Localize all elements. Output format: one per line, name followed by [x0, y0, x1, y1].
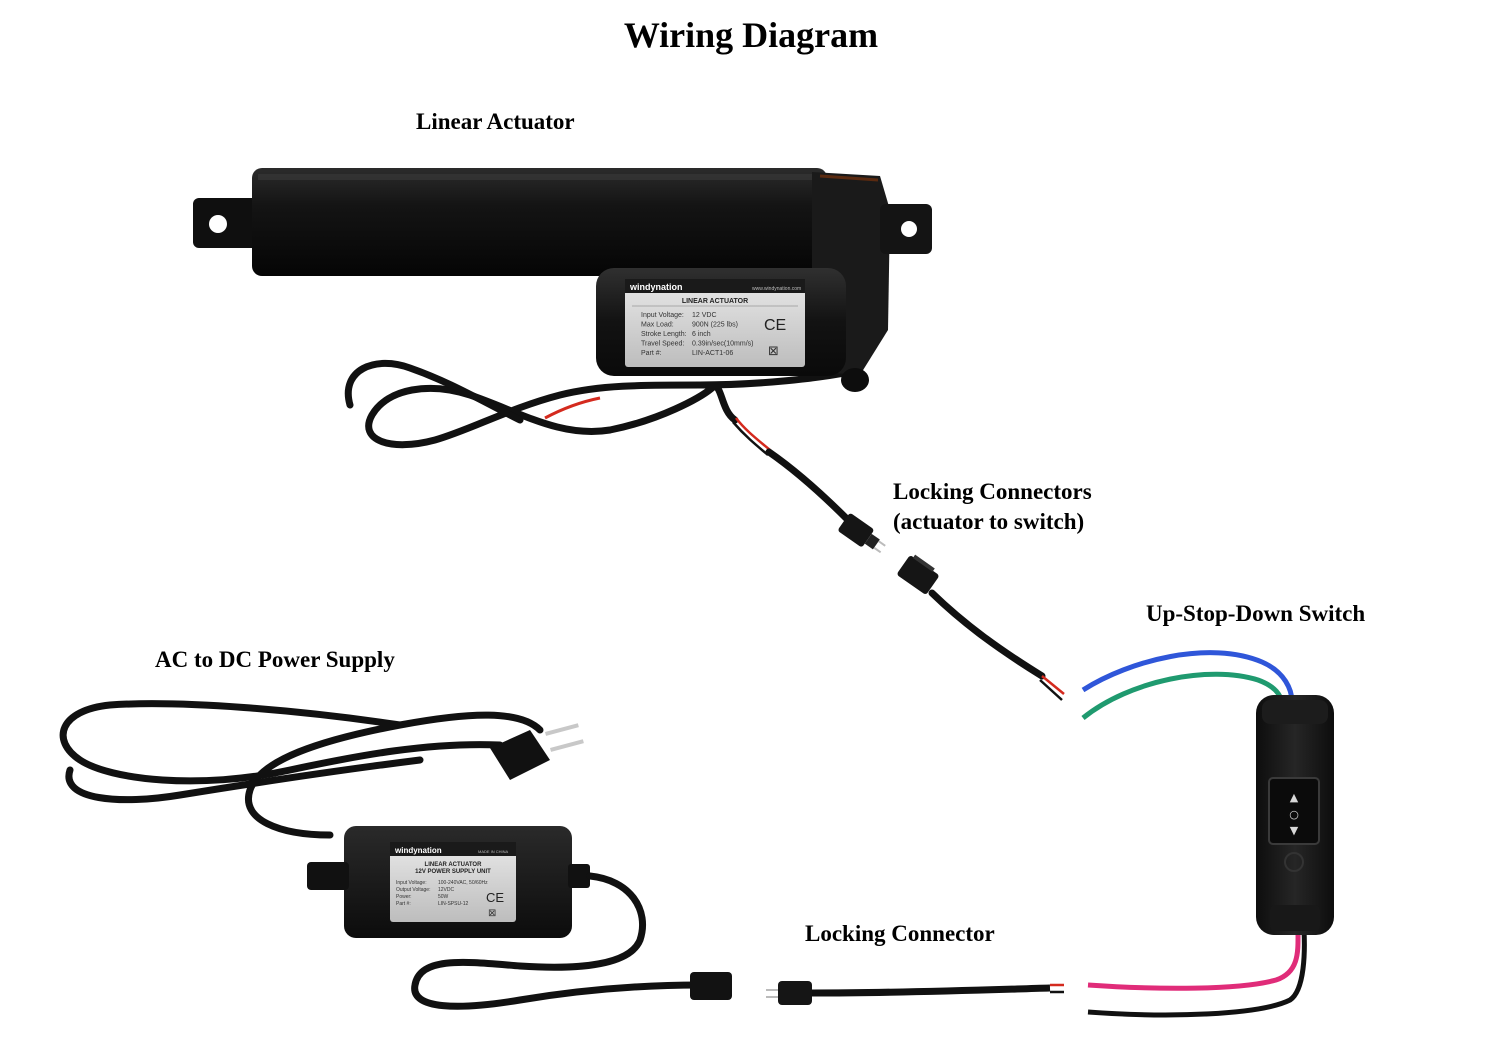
actuator-product-name: LINEAR ACTUATOR [682, 298, 748, 305]
spec-value: 100-240VAC, 50/60Hz [438, 880, 488, 886]
psu-weee-bin-icon: ⊠ [488, 908, 496, 919]
label-locking-connectors-line2: (actuator to switch) [893, 509, 1085, 534]
switch-pink-wire [1087, 929, 1301, 991]
spec-value: 12VDC [438, 887, 455, 893]
arrow-down-icon: ▼ [1290, 824, 1299, 837]
label-locking-connectors-line1: Locking Connectors [893, 479, 1092, 504]
spec-value: 900N (225 lbs) [692, 322, 738, 329]
actuator-brand: windynation [629, 282, 683, 292]
actuator-site: www.windynation.com [752, 286, 801, 292]
psu-product-line1: LINEAR ACTUATOR [425, 862, 483, 868]
psu-ce-mark: CE [486, 890, 504, 905]
spec-name: Input Voltage: [396, 880, 427, 886]
arrow-up-icon: ▲ [1290, 791, 1299, 804]
spec-name: Travel Speed: [641, 341, 684, 348]
spec-name: Output Voltage: [396, 887, 430, 893]
label-locking-connectors: Locking Connectors (actuator to switch) [893, 477, 1092, 537]
actuator-spec-list: Input Voltage: 12 VDC Max Load: 900N (225 l… [641, 312, 753, 357]
spec-name: Power: [396, 894, 412, 900]
stop-circle-icon: ○ [1289, 808, 1299, 821]
spec-name: Input Voltage: [641, 312, 684, 319]
spec-value: 50W [438, 894, 449, 900]
actuator-ce-mark: CE [764, 317, 786, 334]
spec-name: Max Load: [641, 322, 674, 329]
actuator-cable [365, 368, 854, 449]
psu-spec-list: Input Voltage: 100-240VAC, 50/60HzOutput … [396, 880, 488, 907]
ac-dc-power-supply: windynation MADE IN CHINA LINEAR ACTUATO… [59, 700, 732, 1010]
weee-bin-icon: ⊠ [768, 344, 779, 359]
spec-name: Stroke Length: [641, 331, 687, 338]
switch-green-wire [1081, 671, 1285, 720]
ac-wall-plug [490, 723, 584, 780]
actuator-spec-label: windynation www.windynation.com LINEAR A… [625, 279, 805, 367]
psu-brand: windynation [394, 846, 442, 855]
dc-output-cable [411, 872, 704, 1010]
page-title: Wiring Diagram [623, 15, 879, 55]
psu-made-in: MADE IN CHINA [478, 849, 509, 854]
label-up-stop-down-switch: Up-Stop-Down Switch [1146, 601, 1366, 626]
rocker-button [1268, 777, 1320, 845]
locking-connector-single [766, 981, 1064, 1005]
psu-output-connector [690, 972, 732, 1000]
label-locking-connector: Locking Connector [805, 921, 995, 946]
locking-connector-pair [838, 513, 1065, 701]
spec-name: Part #: [641, 350, 662, 357]
label-linear-actuator: Linear Actuator [416, 109, 575, 134]
linear-actuator: windynation www.windynation.com LINEAR A… [193, 168, 932, 449]
up-stop-down-switch: ▲ ○ ▼ [1081, 650, 1334, 1018]
spec-name: Part #: [396, 901, 411, 907]
psu-product-line2: 12V POWER SUPPLY UNIT [415, 869, 491, 875]
actuator-lead-wires [732, 417, 852, 524]
spec-value: LIN-ACT1-06 [692, 350, 733, 357]
spec-value: 6 inch [692, 331, 711, 338]
ac-power-cord [59, 700, 544, 839]
label-power-supply: AC to DC Power Supply [155, 647, 395, 672]
spec-value: 12 VDC [692, 312, 717, 319]
spec-value: LIN-SPSU-12 [438, 901, 469, 907]
psu-spec-label: windynation MADE IN CHINA LINEAR ACTUATO… [390, 842, 516, 922]
spec-value: 0.39in/sec(10mm/s) [692, 341, 753, 348]
switch-blue-wire [1081, 650, 1295, 703]
actuator-tube [252, 168, 827, 276]
